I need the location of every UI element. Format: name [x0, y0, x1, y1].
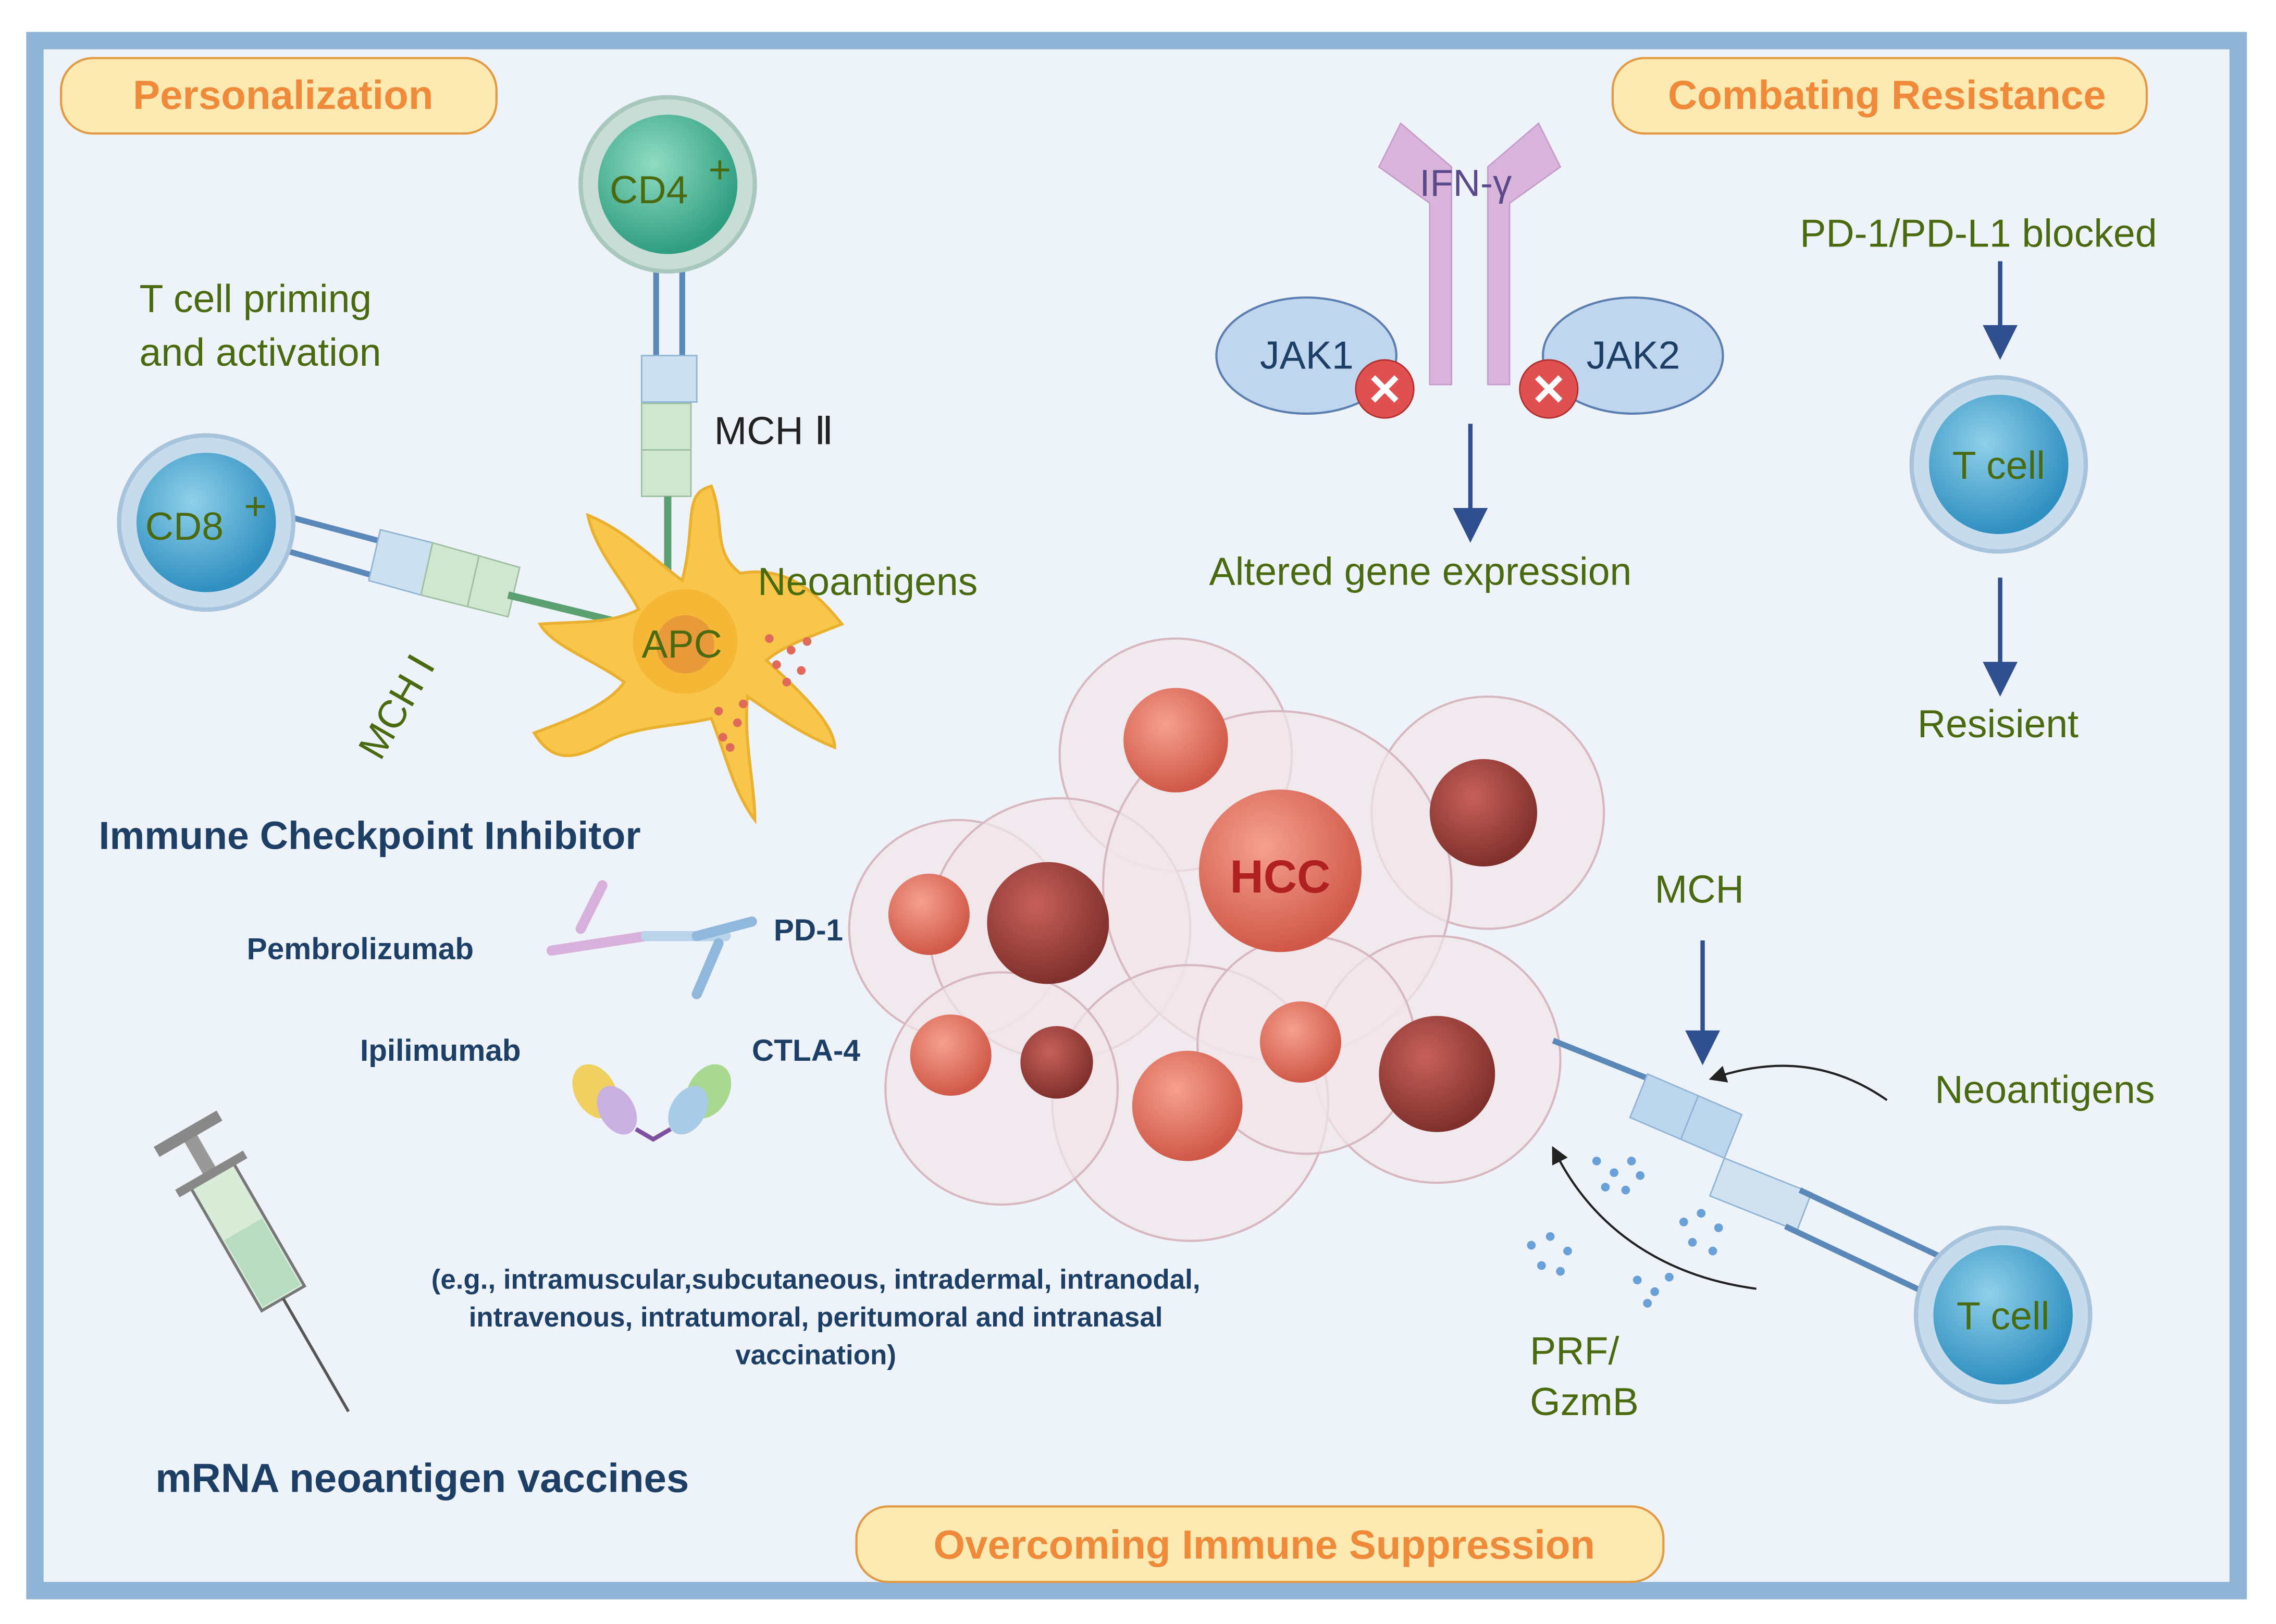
svg-text:APC: APC: [641, 622, 722, 666]
blocked-label: PD-1/PD-L1 blocked: [1800, 212, 2157, 255]
altered-expression-label: Altered gene expression: [1209, 550, 1631, 593]
ipilimumab-label: Ipilimumab: [360, 1034, 521, 1068]
routes-line-3: vaccination): [735, 1340, 896, 1370]
t-cell-bottom: T cell: [1913, 1225, 2093, 1404]
priming-label: T cell priming: [140, 277, 372, 320]
prf-arrow: [1552, 1146, 1757, 1290]
resistant-label: Resisient: [1918, 702, 2079, 746]
pembrolizumab-label: Pembrolizumab: [247, 932, 474, 966]
neoantigen-dots: [714, 634, 812, 752]
svg-text:CD4: CD4: [610, 168, 688, 212]
svg-text:+: +: [244, 484, 267, 528]
gzmb-label: GzmB: [1530, 1380, 1639, 1423]
ctla4-label: CTLA-4: [752, 1034, 860, 1068]
jak1-node: JAK1: [1215, 296, 1397, 415]
mhc2-label: MCH Ⅱ: [714, 408, 834, 452]
svg-text:T cell: T cell: [1957, 1294, 2049, 1338]
jak1-blocked-icon: [1355, 359, 1415, 419]
mhc2-connector: [640, 261, 698, 610]
activation-label: and activation: [140, 330, 381, 374]
personalization-header: Personalization: [60, 57, 498, 135]
neoantigen-arrow: [1709, 1064, 1888, 1101]
jak2-blocked-icon: [1519, 359, 1579, 419]
svg-text:CD8: CD8: [145, 504, 224, 548]
neoantigens-label: Neoantigens: [758, 560, 978, 603]
cd8-cell: CD8 +: [117, 433, 296, 612]
mch-label: MCH: [1655, 867, 1744, 911]
svg-text:JAK2: JAK2: [1587, 333, 1680, 377]
granule-dots: [1527, 1157, 1723, 1308]
overcoming-immune-suppression-header: Overcoming Immune Suppression: [855, 1505, 1665, 1583]
svg-text:IFN-γ: IFN-γ: [1419, 162, 1512, 204]
ifn-receptor: IFN-γ: [1378, 122, 1562, 386]
prf-label: PRF/: [1530, 1329, 1619, 1372]
svg-text:JAK1: JAK1: [1260, 333, 1354, 377]
pd1-label: PD-1: [774, 913, 843, 947]
routes-line-1: (e.g., intramuscular,subcutaneous, intra…: [431, 1265, 1201, 1295]
vaccine-title: mRNA neoantigen vaccines: [155, 1455, 689, 1501]
svg-text:Overcoming Immune Suppression: Overcoming Immune Suppression: [933, 1522, 1595, 1568]
cd4-cell: CD4 +: [578, 95, 757, 274]
t-cell-top: T cell: [1909, 375, 2088, 554]
svg-text:T cell: T cell: [1952, 443, 2045, 487]
combating-resistance-header: Combating Resistance: [1611, 57, 2148, 135]
apc-cell: APC: [532, 484, 845, 825]
antibody-ctla4-icon: [572, 1064, 732, 1142]
jak2-node: JAK2: [1542, 296, 1724, 415]
tcr-connector: [1552, 1038, 1939, 1295]
svg-text:Personalization: Personalization: [133, 72, 433, 118]
ici-title: Immune Checkpoint Inhibitor: [99, 814, 641, 858]
neoantigens-label-right: Neoantigens: [1935, 1068, 2155, 1111]
svg-text:+: +: [708, 147, 731, 191]
antibody-pd1-icon: [546, 880, 757, 999]
syringe-icon: [153, 1110, 350, 1412]
svg-text:HCC: HCC: [1230, 850, 1330, 902]
hcc-tumor: HCC: [848, 637, 1605, 1242]
mhc1-connector: [278, 512, 640, 631]
svg-text:Combating Resistance: Combating Resistance: [1668, 72, 2106, 118]
routes-line-2: intravenous, intratumoral, peritumoral a…: [469, 1302, 1163, 1333]
